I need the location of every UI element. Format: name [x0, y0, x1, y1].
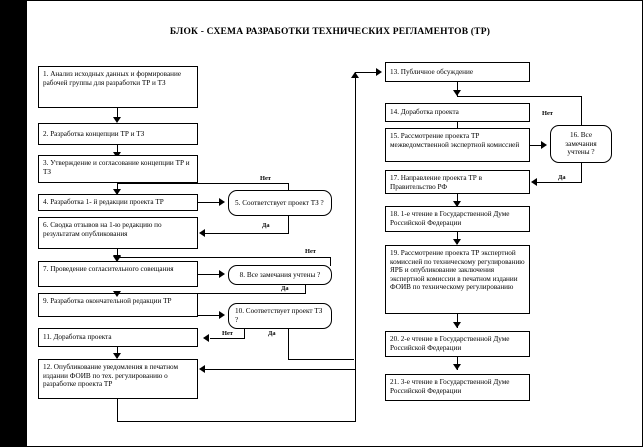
node-4[interactable]: 4. Разработка 1- й редакции проекта ТР	[38, 194, 198, 211]
arrow-17-18	[453, 201, 461, 207]
edge-9-10	[198, 315, 220, 316]
arrow-8-no	[113, 256, 121, 262]
arrow-into-13	[376, 68, 382, 76]
edge-12-down	[117, 399, 118, 421]
node-13[interactable]: 13. Публичное обсуждение	[385, 62, 530, 82]
edge-8-yes-left	[117, 293, 306, 294]
arrow-15-16	[541, 141, 547, 149]
label-10-yes: Да	[268, 330, 276, 337]
edge-17-18	[457, 194, 458, 206]
edge-4-5	[198, 202, 220, 203]
node-3[interactable]: 3. Утверждение и согласование концепции …	[38, 155, 198, 183]
node-12[interactable]: 12. Опубликование уведомления в печатном…	[38, 359, 198, 399]
arrow-11-12	[113, 353, 121, 359]
edge-15-16	[530, 145, 542, 146]
label-5-no: Нет	[260, 175, 271, 182]
edge-8-no-left	[117, 257, 331, 258]
node-21[interactable]: 21. 3-е чтение в Государственной Думе Ро…	[385, 374, 530, 401]
node-19[interactable]: 19. Рассмотрение проекта ТР экспертной к…	[385, 245, 530, 314]
arrow-3-4	[113, 189, 121, 195]
arrow-8-yes	[113, 291, 121, 297]
edge-7-8	[198, 274, 220, 275]
node-18[interactable]: 18. 1-е чтение в Государственной Думе Ро…	[385, 206, 530, 232]
edge-feedback-top	[355, 72, 377, 73]
node-17[interactable]: 17. Направление проекта ТР в Правительст…	[385, 170, 530, 194]
node-16[interactable]: 16. Все замечания учтены ?	[550, 125, 612, 163]
arrow-16-yes	[531, 178, 537, 186]
arrow-7-8	[219, 270, 225, 278]
edge-20-21	[457, 357, 458, 370]
node-7[interactable]: 7. Проведение согласительного совещания	[38, 261, 198, 287]
edge-2-3	[117, 145, 118, 155]
edge-16-no-up	[581, 96, 582, 125]
arrow-19-20	[453, 322, 461, 328]
edge-16-yes-left	[537, 182, 582, 183]
arrow-18-19	[453, 239, 461, 245]
arrow-4-5	[219, 198, 225, 206]
edge-5-yes-left	[205, 233, 289, 234]
node-15[interactable]: 15. Рассмотрение проекта ТР межведомстве…	[385, 128, 530, 162]
edge-8-yes-down	[305, 285, 306, 293]
edge-5-yes-down	[288, 216, 289, 233]
node-10[interactable]: 10. Соответствует проект ТЗ ?	[228, 303, 332, 329]
arrow-13-14	[453, 90, 461, 96]
arrow-20-21	[453, 364, 461, 370]
left-black-band	[0, 0, 26, 447]
label-8-yes: Да	[281, 285, 289, 292]
node-11[interactable]: 11. Доработка проекта	[38, 328, 198, 347]
label-16-yes: Да	[558, 174, 566, 181]
edge-5-no-left	[117, 183, 289, 184]
node-20[interactable]: 20. 2-е чтение в Государственной Думе Ро…	[385, 331, 530, 357]
edge-3-4	[117, 183, 118, 194]
arrow-5-yes	[199, 229, 205, 237]
edge-10-no-left	[210, 338, 245, 339]
edge-10-no-down	[244, 329, 245, 338]
arrow-9-10	[219, 311, 225, 319]
node-6[interactable]: 6. Сводка отзывов на 1-ю редакцию по рез…	[38, 217, 198, 249]
edge-10-yes-down	[288, 329, 289, 359]
edge-8-no-up	[330, 257, 331, 266]
arrow-10-no	[203, 334, 209, 342]
label-10-no: Нет	[222, 330, 233, 337]
edge-10-yes-to-12	[205, 369, 355, 370]
edge-5-no-up	[288, 183, 289, 191]
arrow-feedback-up	[351, 72, 359, 78]
label-16-no: Нет	[542, 110, 553, 117]
edge-16-yes-down	[581, 163, 582, 182]
edge-bottom-run	[117, 421, 356, 422]
arrow-1-2	[113, 117, 121, 123]
arrow-10-yes-into-12	[199, 365, 205, 373]
edge-feedback-vertical	[355, 72, 356, 422]
edge-6-7	[117, 249, 118, 260]
node-2[interactable]: 2. Разработка концепции ТР и ТЗ	[38, 123, 198, 145]
edge-1-2	[117, 108, 118, 120]
edge-18-19	[457, 232, 458, 244]
label-5-yes: Да	[262, 222, 270, 229]
edge-10-yes-right	[288, 359, 354, 360]
page-title: БЛОК - СХЕМА РАЗРАБОТКИ ТЕХНИЧЕСКИХ РЕГЛ…	[169, 27, 491, 37]
label-8-no: Нет	[305, 248, 316, 255]
edge-14-15	[457, 122, 458, 133]
edge-13-14	[457, 82, 458, 96]
edge-11-12	[117, 347, 118, 358]
edge-19-20	[457, 314, 458, 328]
edge-16-no-left	[457, 96, 582, 97]
node-14[interactable]: 14. Доработка проекта	[385, 103, 530, 122]
node-1[interactable]: 1. Анализ исходных данных и формирование…	[38, 66, 198, 108]
node-8[interactable]: 8. Все замечания учтены ?	[228, 265, 332, 285]
node-5[interactable]: 5. Соответствует проект ТЗ ?	[228, 190, 332, 216]
